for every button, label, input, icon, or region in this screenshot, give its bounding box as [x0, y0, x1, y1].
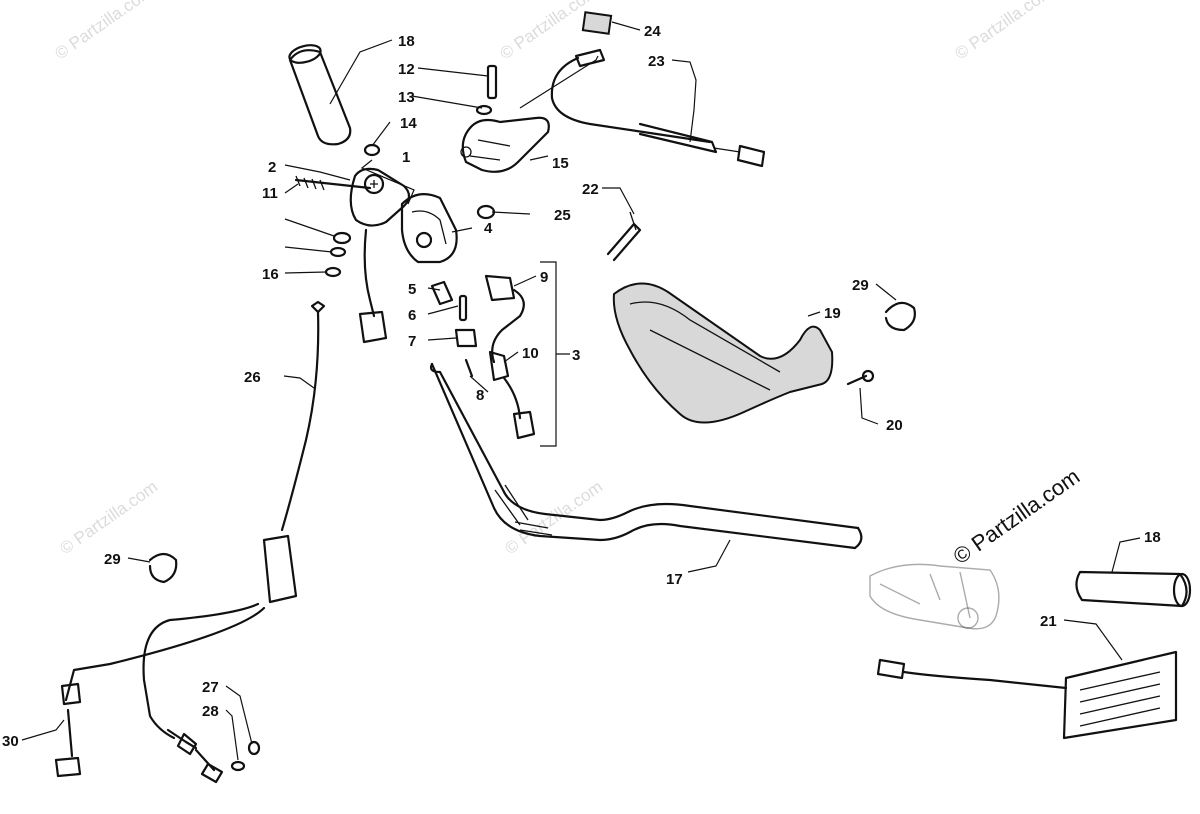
leader-lines [21, 21, 1141, 761]
pivot-hardware-top [363, 64, 498, 157]
callout-20: 20 [886, 417, 903, 434]
watermarks: © Partzilla.com © Partzilla.com © Partzi… [51, 0, 1084, 569]
callout-25: 25 [554, 207, 571, 224]
callout-6: 6 [408, 307, 416, 324]
throttle-cable [54, 300, 326, 784]
throttle-housing [400, 193, 458, 264]
heater-element [876, 650, 1178, 740]
callout-8: 8 [476, 387, 484, 404]
right-grip [1075, 570, 1192, 608]
callout-14: 14 [400, 115, 417, 132]
callout-12: 12 [398, 61, 415, 78]
callout-30: 30 [2, 733, 19, 750]
pin-22 [606, 211, 642, 262]
callout-3: 3 [572, 347, 580, 364]
callout-11: 11 [262, 185, 278, 202]
handlebar-pad [612, 282, 834, 424]
heater-wire-top [550, 11, 766, 168]
callout-29a: 29 [852, 277, 869, 294]
callout-29b: 29 [104, 551, 121, 568]
callout-16: 16 [262, 266, 279, 283]
clip-25 [476, 204, 496, 220]
callout-27: 27 [202, 679, 219, 696]
callout-7: 7 [408, 333, 416, 350]
callouts: 1 2 3 4 5 6 7 8 9 10 11 12 13 14 15 16 1… [2, 23, 1161, 750]
cable-hardware [230, 740, 261, 772]
callout-13: 13 [398, 89, 415, 106]
callout-18a: 18 [398, 33, 415, 50]
callout-28: 28 [202, 703, 219, 720]
callout-17: 17 [666, 571, 683, 588]
watermark-4: © Partzilla.com [56, 477, 161, 558]
clamp-lower [148, 552, 178, 584]
callout-19: 19 [824, 305, 841, 322]
watermark-large: © Partzilla.com [949, 464, 1085, 570]
switch-small-parts [430, 280, 478, 378]
clamp-upper [884, 301, 916, 332]
callout-26: 26 [244, 369, 261, 386]
callout-15: 15 [552, 155, 569, 172]
callout-4: 4 [484, 220, 493, 237]
switch-harness [358, 228, 536, 440]
callout-9: 9 [540, 269, 548, 286]
watermark-5: © Partzilla.com [501, 477, 606, 558]
callout-2: 2 [268, 159, 276, 176]
callout-21: 21 [1040, 613, 1057, 630]
callout-24: 24 [644, 23, 661, 40]
callout-23: 23 [648, 53, 665, 70]
throttle-lever [460, 116, 550, 173]
screw-20 [846, 369, 875, 386]
callout-10: 10 [522, 345, 539, 362]
callout-22: 22 [582, 181, 599, 198]
handlebar [429, 362, 863, 550]
watermark-1: © Partzilla.com [51, 0, 156, 63]
switch-housing [294, 167, 411, 227]
pivot-hardware-left [324, 231, 352, 278]
left-grip [288, 44, 352, 146]
throttle-block-ghost [869, 563, 1000, 630]
callout-1: 1 [402, 149, 410, 166]
callout-18b: 18 [1144, 529, 1161, 546]
watermark-3: © Partzilla.com [951, 0, 1056, 63]
callout-5: 5 [408, 281, 416, 298]
